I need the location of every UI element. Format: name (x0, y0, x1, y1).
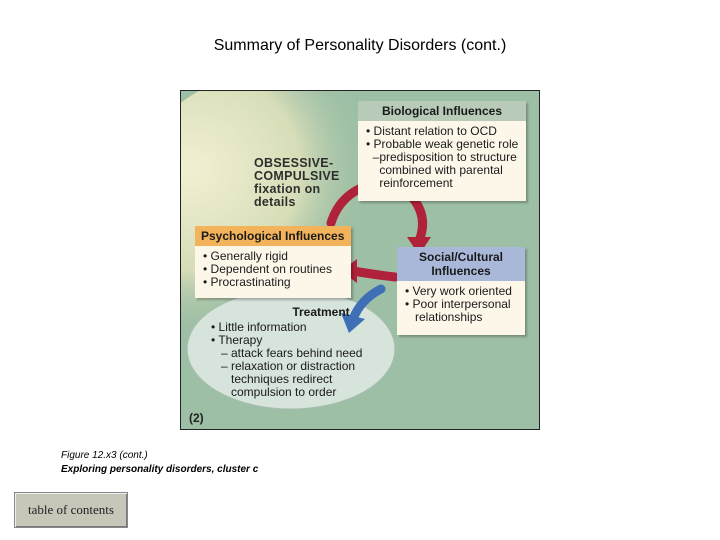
list-item: combined with parental (366, 163, 503, 177)
treatment-header: Treatment (292, 305, 350, 319)
social-cultural-influences-box: Social/Cultural Influences • Very work o… (397, 247, 525, 335)
social-header-line: Social/Cultural (418, 250, 504, 264)
social-header: Social/Cultural Influences (397, 247, 525, 281)
figure-caption: Figure 12.x3 (cont.) Exploring personali… (61, 449, 258, 477)
arrow-to-treatment-head (341, 313, 365, 333)
caption-line: Exploring personality disorders, cluster… (61, 464, 259, 475)
arrow-bio-to-social-head (407, 237, 431, 255)
biological-list: • Distant relation to OCD • Probable wea… (358, 121, 526, 194)
disorder-label-line: OBSESSIVE- (254, 156, 334, 170)
biological-influences-box: Biological Influences • Distant relation… (358, 101, 526, 201)
list-item: • Dependent on routines (203, 262, 332, 276)
psychological-influences-box: Psychological Influences • Generally rig… (195, 226, 351, 298)
figure-number: (2) (189, 411, 204, 425)
disorder-label: OBSESSIVE- COMPULSIVE fixation on detail… (254, 157, 340, 209)
list-item: • Distant relation to OCD (366, 124, 497, 138)
disorder-label-line: details (254, 195, 296, 209)
list-item: • Poor interpersonal (405, 297, 511, 311)
slide-title: Summary of Personality Disorders (cont.) (213, 37, 507, 54)
list-item: • Little information (211, 320, 307, 334)
caption-line: Figure 12.x3 (cont.) (61, 450, 148, 461)
biological-header: Biological Influences (358, 101, 526, 121)
psychological-list: • Generally rigid • Dependent on routine… (195, 246, 351, 293)
list-item: • Probable weak genetic role (366, 137, 519, 151)
list-item: relationships (405, 310, 483, 324)
diagram-figure: OBSESSIVE- COMPULSIVE fixation on detail… (180, 90, 540, 430)
list-item: • Therapy (211, 333, 263, 347)
list-item: – relaxation or distraction (211, 359, 356, 373)
list-item: reinforcement (366, 176, 453, 190)
arrow-to-treatment (348, 284, 386, 324)
list-item: • Generally rigid (203, 249, 288, 263)
list-item: compulsion to order (211, 385, 337, 399)
list-item: • Very work oriented (405, 284, 512, 298)
arrow-social-to-psych (348, 266, 400, 282)
table-of-contents-button[interactable]: table of contents (14, 492, 128, 528)
disorder-label-line: fixation on (254, 182, 321, 196)
list-item: –predisposition to structure (366, 150, 517, 164)
treatment-section: Treatment • Little information • Therapy… (211, 305, 391, 399)
disorder-label-line: COMPULSIVE (254, 169, 340, 183)
psychological-header: Psychological Influences (195, 226, 351, 246)
list-item: – attack fears behind need (211, 346, 363, 360)
social-list: • Very work oriented • Poor interpersona… (397, 281, 525, 328)
list-item: • Procrastinating (203, 275, 291, 289)
list-item: techniques redirect (211, 372, 333, 386)
social-header-line: Influences (431, 264, 491, 278)
